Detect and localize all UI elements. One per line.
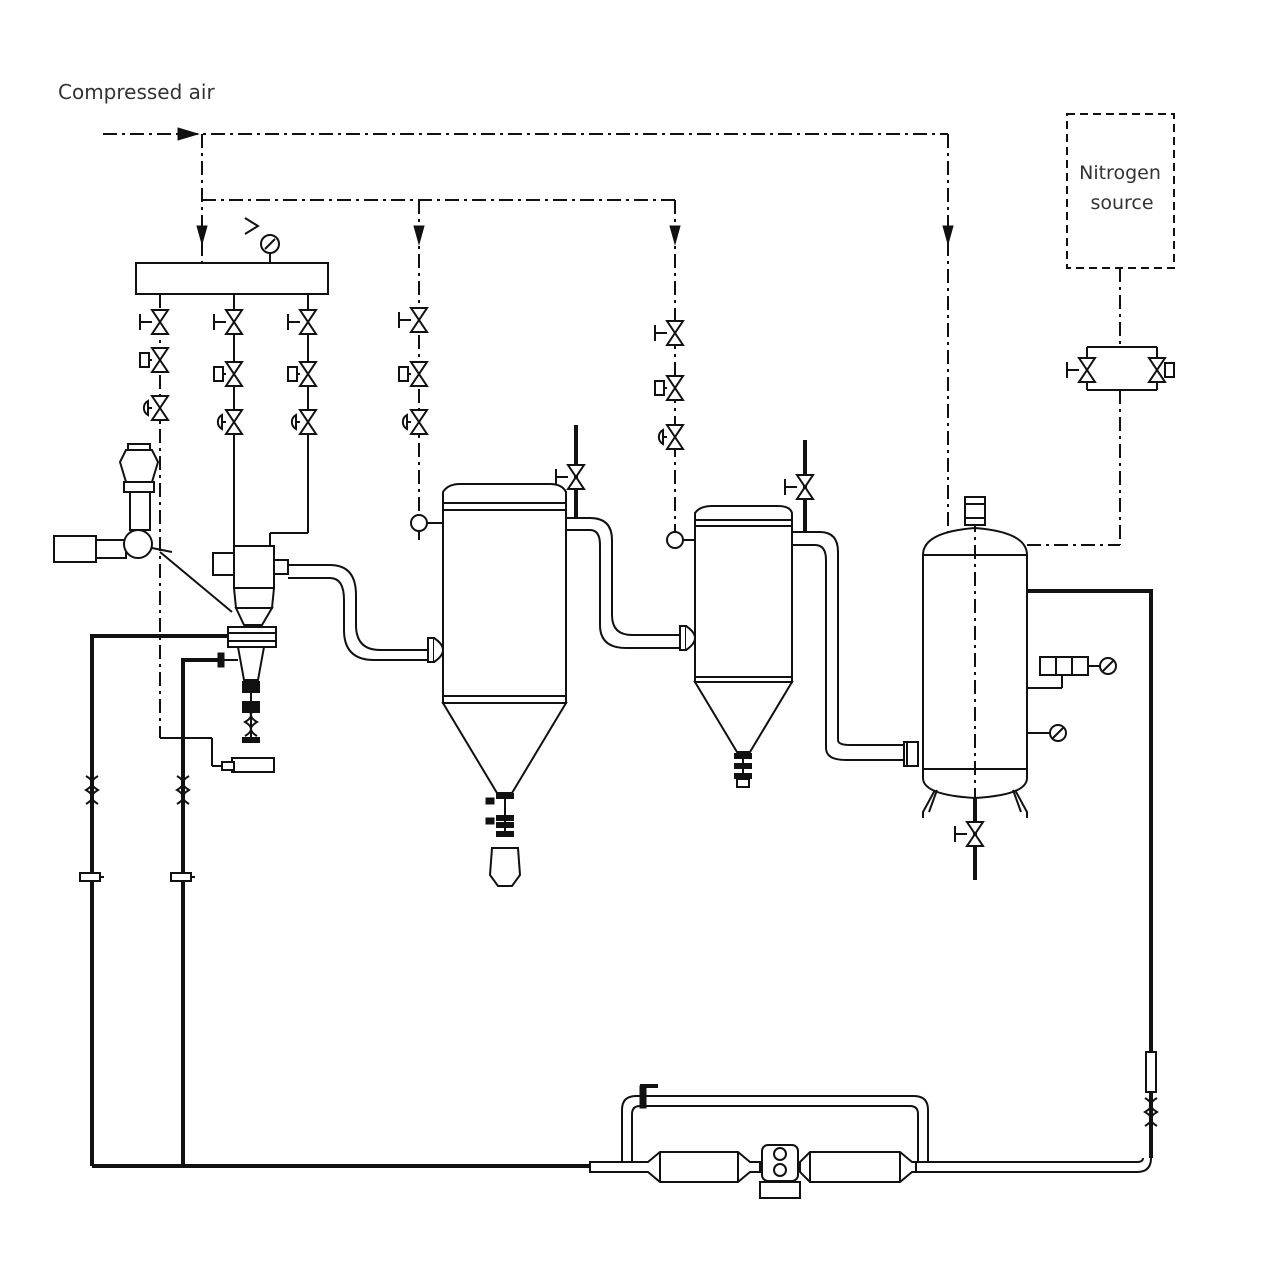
feeder-hopper [53,443,233,613]
pipe-cyclone2-to-tank [784,440,919,767]
compressed-air-label: Compressed air [58,80,215,104]
valve-stack-5 [654,320,695,549]
motor-icon [53,535,97,563]
jet-mill [160,545,289,773]
valve-stack-1 [139,294,169,738]
valve-stack-3 [269,294,317,548]
cyclone-1 [441,483,568,887]
nitrogen-label-line1: Nitrogen [1079,162,1161,184]
flow-arrow-icon [413,225,425,246]
air-manifold [135,217,329,295]
flow-arrow-icon [669,225,681,246]
nitrogen-source-box: Nitrogen source [1066,113,1175,269]
flow-arrow-icon [177,127,200,141]
nitrogen-label-line2: source [1090,192,1153,214]
flow-arrow-icon [196,225,208,246]
storage-tank [922,496,1117,880]
return-line [916,589,1158,1173]
valve-stack-2 [213,294,243,555]
cyclone-2 [693,505,794,788]
compressed-air-lines [103,127,954,545]
recycle-lines [79,634,590,1168]
nitrogen-line [1027,268,1175,546]
pipe-to-cyclone-1 [288,564,444,663]
flow-arrow-icon [942,225,954,246]
pipe-cyclone1-to-cyclone2 [555,425,696,651]
blower-unit [589,1084,929,1199]
valve-stack-4 [398,307,443,540]
